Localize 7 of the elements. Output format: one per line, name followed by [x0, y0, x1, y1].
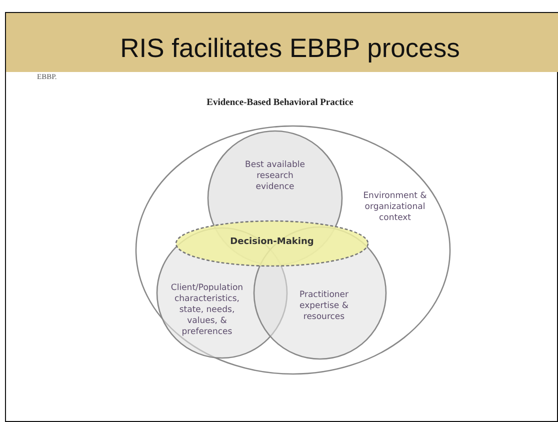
circle-label: Best available research evidence	[244, 160, 306, 193]
figure-heading: Evidence-Based Behavioral Practice	[206, 98, 354, 108]
circle-label: Practitioner expertise & resources	[298, 290, 350, 323]
slide-title: RIS facilitates EBBP process	[119, 32, 461, 64]
decision-label: Decision-Making	[229, 237, 315, 248]
circle-label: Client/Population characteristics, state, needs, values, & preferences	[170, 283, 244, 338]
circle-label: Environment & organizational context	[362, 191, 428, 224]
